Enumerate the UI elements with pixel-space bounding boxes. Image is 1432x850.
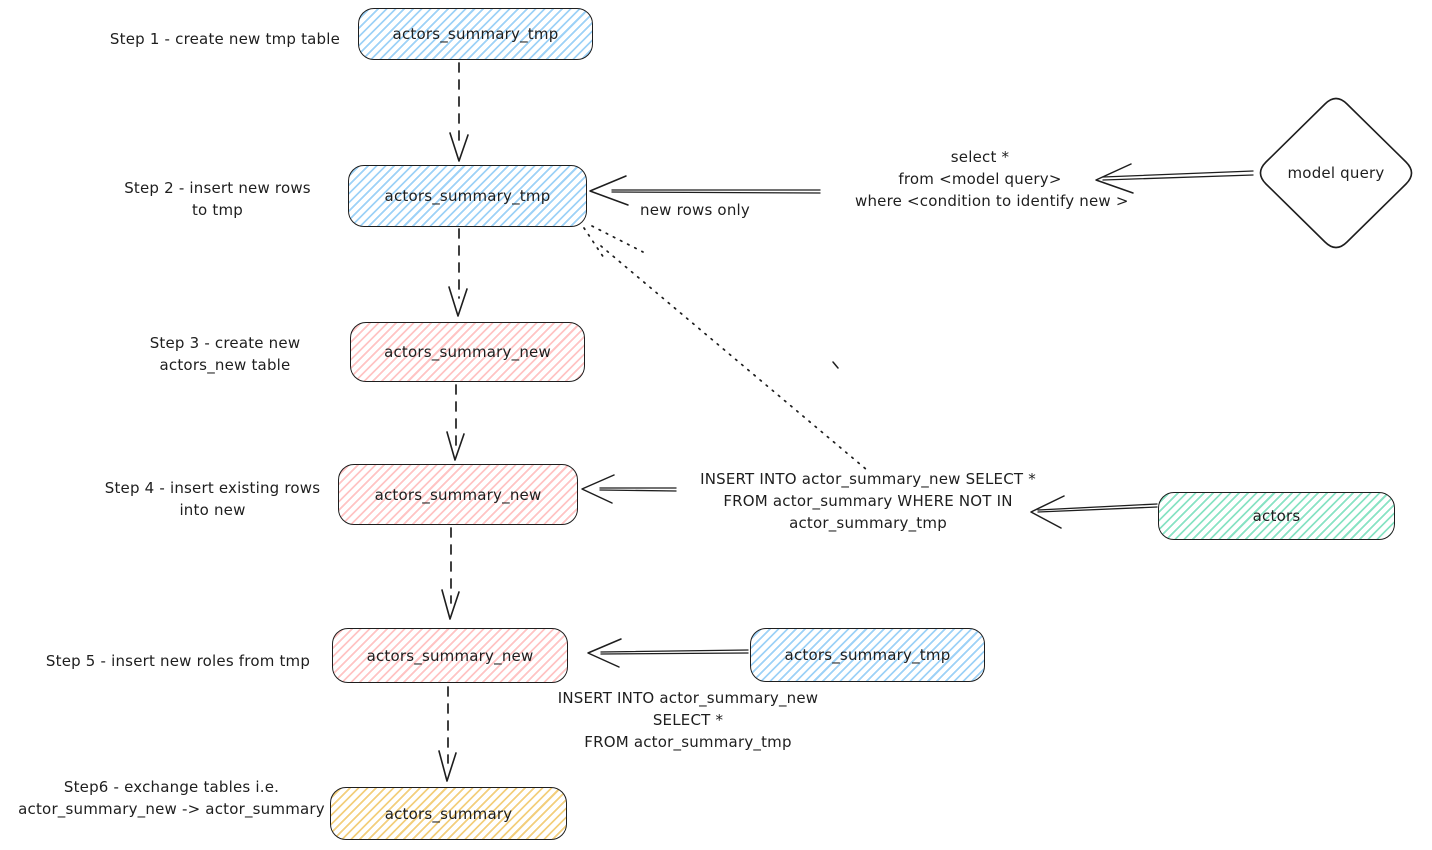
step3-node-label: actors_summary_new (384, 343, 551, 361)
arrow-tmp-to-step5 (587, 638, 749, 668)
select-query-annotation: select * from <model query> where <condi… (855, 148, 1129, 210)
flow-arrow-step5-step6 (438, 686, 457, 782)
flow-arrow-step1-step2 (449, 62, 469, 162)
actors-source-node: actors (1158, 492, 1395, 540)
step5-node-label: actors_summary_new (366, 646, 534, 665)
tmp-source-node: actors_summary_tmp (750, 628, 985, 682)
step5-label: Step 5 - insert new roles from tmp (45, 652, 311, 670)
step6-node: actors_summary (330, 787, 567, 840)
step2-node-label: actors_summary_tmp (384, 187, 551, 205)
model-query-node (1259, 97, 1413, 249)
arrow-actors-to-insert-text (1030, 495, 1158, 529)
step6-label: Step6 - exchange tables i.e. actor_summa… (18, 778, 325, 818)
step3-node: actors_summary_new (350, 322, 585, 382)
flow-arrow-step3-step4 (446, 384, 465, 461)
arrow-query-to-step2 (589, 175, 821, 206)
step4-label: Step 4 - insert existing rows into new (104, 479, 321, 519)
insert-from-tmp-annotation: INSERT INTO actor_summary_new SELECT * F… (557, 689, 819, 751)
step5-node: actors_summary_new (332, 628, 568, 683)
step4-node-label: actors_summary_new (374, 485, 542, 504)
step1-node: actors_summary_tmp (358, 8, 593, 60)
insert-existing-annotation: INSERT INTO actor_summary_new SELECT * F… (700, 470, 1036, 532)
step2-label: Step 2 - insert new rows to tmp (124, 179, 311, 219)
dotted-link-step2-to-insert-text (583, 225, 868, 471)
step1-node-label: actors_summary_tmp (392, 25, 559, 43)
step3-label: Step 3 - create new actors_new table (149, 334, 301, 374)
step6-node-label: actors_summary (384, 804, 513, 823)
actors-source-node-label: actors (1252, 507, 1301, 525)
flow-arrow-step2-step3 (448, 228, 468, 317)
new-rows-only-annotation: new rows only (640, 201, 750, 219)
arrow-model-query-to-query-text (1095, 163, 1254, 194)
model-query-node-label: model query (1287, 164, 1385, 182)
tmp-source-node-label: actors_summary_tmp (784, 646, 951, 664)
step2-node: actors_summary_tmp (348, 165, 587, 227)
step1-label: Step 1 - create new tmp table (109, 30, 341, 48)
flow-arrow-step4-step5 (441, 527, 460, 620)
stray-mark (832, 361, 839, 369)
step4-node: actors_summary_new (338, 464, 578, 525)
arrow-insert-text-to-step4 (581, 474, 677, 504)
